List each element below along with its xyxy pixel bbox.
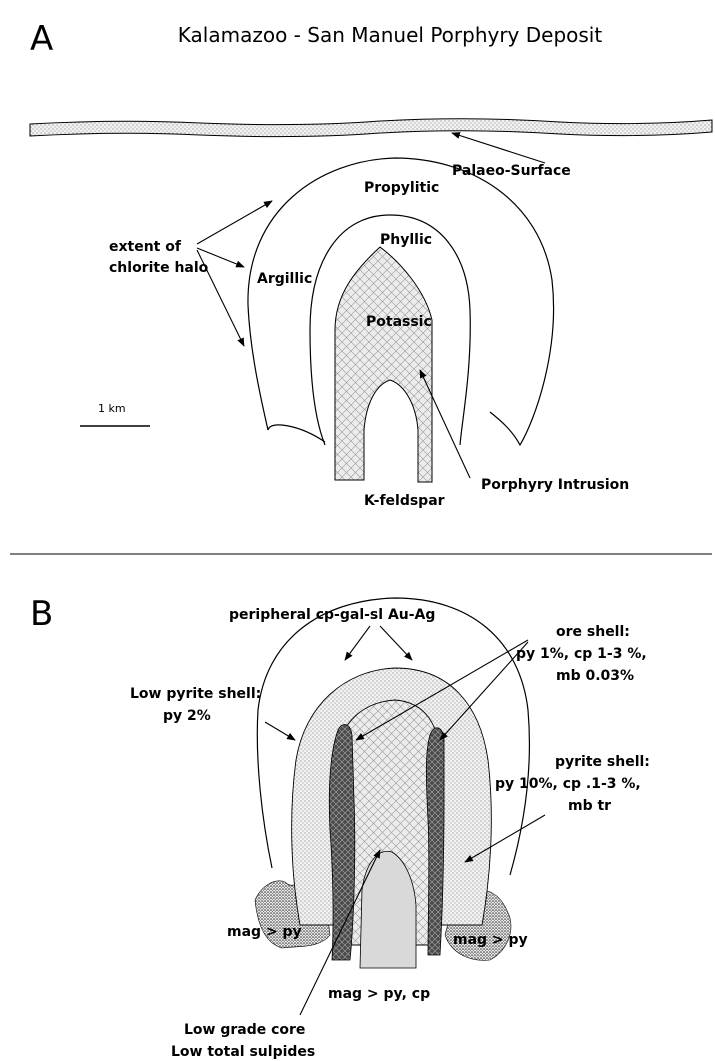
pyrite-shell-label-line1: pyrite shell: [555,754,650,770]
ore-shell-label-line3: mb 0.03% [556,668,634,684]
low-grade-core-label-line2: Low total sulpides [171,1044,315,1060]
argillic-label: Argillic [257,271,312,287]
low-pyrite-shell-arrow [265,722,295,740]
porphyry-intrusion-body [335,247,432,482]
panel-b-letter: B [30,594,53,634]
mag-py-right-label: mag > py [453,932,528,948]
panel-a-letter: A [30,19,53,59]
chlorite-arrow-upper [197,201,272,244]
panel-b: B peripheral cp-gal-sl Au-Ag ore shell: … [30,594,650,1060]
propylitic-label: Propylitic [364,180,439,196]
panel-a: A Kalamazoo - San Manuel Porphyry Deposi… [30,19,712,509]
low-pyrite-shell-label-line1: Low pyrite shell: [130,686,261,702]
panel-a-title: Kalamazoo - San Manuel Porphyry Deposit [178,23,603,47]
porphyry-intrusion-label: Porphyry Intrusion [481,477,629,493]
mag-py-cp-label: mag > py, cp [328,986,430,1002]
k-feldspar-label: K-feldspar [364,493,445,509]
peripheral-label: peripheral cp-gal-sl Au-Ag [229,607,435,623]
ore-shell-label-line1: ore shell: [556,624,630,640]
palaeo-surface-arrow [452,133,545,163]
peripheral-arrow-left [345,626,370,660]
scale-label: 1 km [98,402,126,415]
ore-shell-band-left [329,725,355,960]
chlorite-halo-label-line2: chlorite halo [109,260,209,276]
ore-shell-label-line2: py 1%, cp 1-3 %, [516,646,647,662]
peripheral-arrow-right [380,626,412,660]
pyrite-shell-label-line3: mb tr [568,798,611,814]
chlorite-halo-label-line1: extent of [109,239,182,255]
low-pyrite-shell-label-line2: py 2% [163,708,211,724]
low-grade-core-label-line1: Low grade core [184,1022,305,1038]
palaeo-surface-label: Palaeo-Surface [452,163,571,179]
pyrite-shell-label-line2: py 10%, cp .1-3 %, [495,776,641,792]
potassic-label: Potassic [366,314,432,330]
ore-shell-band-right [426,728,444,955]
palaeo-surface-band [30,119,712,137]
phyllic-label: Phyllic [380,232,432,248]
mag-py-left-label: mag > py [227,924,302,940]
